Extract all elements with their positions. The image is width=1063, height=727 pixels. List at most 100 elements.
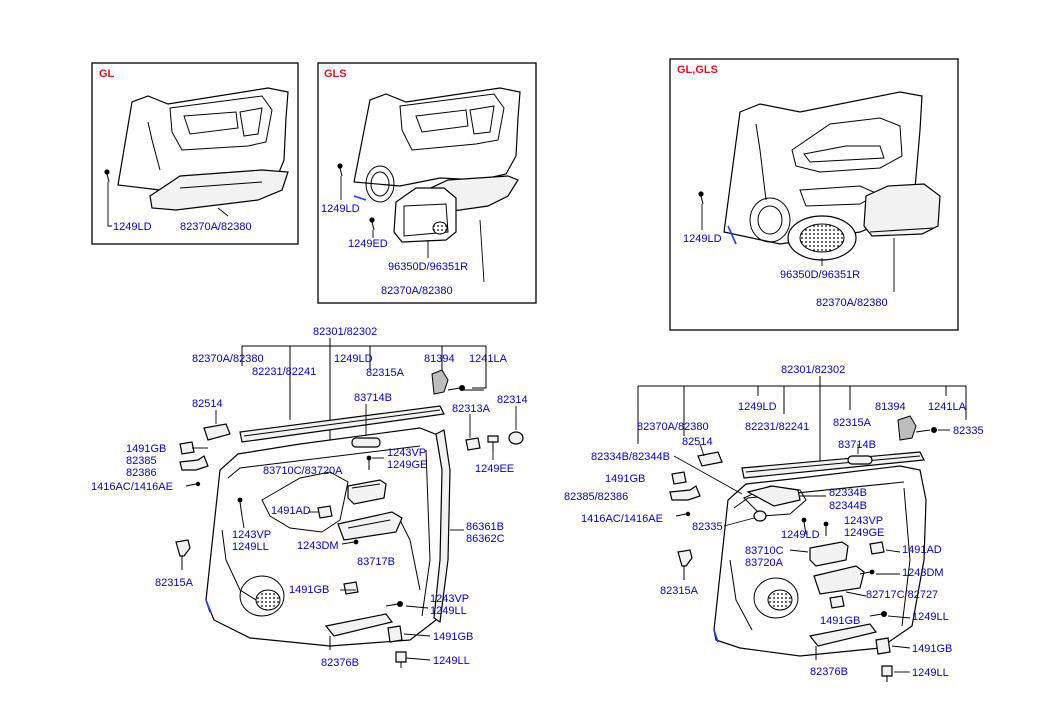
label-clip-82315a: 82315A (366, 367, 405, 379)
label-handle: 83710C/83720A (263, 465, 343, 477)
variant-box-gls: GLS 1249LD 1249ED 96350D/ (317, 62, 537, 304)
label-gb3: 1491GB (912, 643, 952, 655)
variant-label-gl-gls: GL,GLS (677, 64, 718, 76)
label-gb3: 1491GB (433, 631, 473, 643)
label-clip-a: 81394 (424, 353, 455, 365)
pad-icon (203, 423, 231, 441)
clip-icon (343, 581, 359, 595)
label-weatherstrip: 82231/82241 (252, 366, 316, 378)
label-vp3: 1243VP (430, 593, 469, 605)
label-clip-bottom: 82315A (155, 577, 194, 589)
label-screw-ld: 1249LD (738, 401, 777, 413)
label-armrest: 82370A/82380 (816, 297, 888, 309)
door-panel-gl (117, 87, 289, 211)
clip-icon (317, 505, 333, 519)
label-vp: 1243VP (844, 515, 883, 527)
label-ad: 1491AD (271, 505, 311, 517)
screw-icon (104, 169, 110, 183)
screw-icon (369, 217, 375, 231)
screw-icon (366, 455, 372, 470)
armrest-gl-gls (863, 183, 941, 237)
label-ge: 1249GE (844, 527, 884, 539)
label-ll2: 1249LL (912, 611, 949, 623)
bottom-bracket (808, 623, 878, 660)
label-speaker-grille: 96350D/96351R (388, 261, 468, 273)
bezel-icon (746, 485, 801, 507)
label-knob: 83714B (354, 392, 392, 404)
label-cover: 83717B (357, 556, 395, 568)
screw-icon (823, 521, 829, 536)
label-handle-a: 83710C (745, 545, 784, 557)
knob-icon (847, 455, 873, 465)
label-armrest: 82370A/82380 (381, 285, 453, 297)
label-clip-a: 81394 (875, 401, 906, 413)
label-handle-b: 83720A (745, 557, 784, 569)
label-dm: 1243DM (297, 540, 339, 552)
label-bracket2: 82386 (126, 467, 157, 479)
screw-icon (337, 163, 343, 177)
knob-icon (351, 437, 381, 448)
screw-icon (915, 427, 937, 433)
label-ll3: 1249LL (433, 655, 470, 667)
label-vp: 1243VP (387, 447, 426, 459)
label-armrest: 82370A/82380 (180, 221, 252, 233)
label-screw: 1249LD (683, 233, 722, 245)
label-knob: 83714B (838, 439, 876, 451)
cap-icon (465, 437, 481, 451)
label-ll: 1249LL (232, 541, 269, 553)
label-pad: 82514 (682, 436, 713, 448)
clip-icon (897, 415, 917, 441)
label-screw: 1249LD (113, 221, 152, 233)
label-ee: 1249EE (475, 463, 514, 475)
screw-icon (698, 191, 704, 205)
variant-box-gl-gls: GL,GLS 1249LD 96350D/96351R 82370A/82 (669, 58, 959, 331)
label-trim: 86361B (466, 521, 504, 533)
label-cap-314: 82314 (497, 394, 528, 406)
label-pad: 82514 (192, 398, 223, 410)
label-clip-1491gb: 1491GB (126, 443, 166, 455)
label-trim2: 86362C (466, 533, 505, 545)
door-handle (809, 541, 849, 567)
cover-plate (813, 565, 865, 595)
label-speaker-grille: 96350D/96351R (780, 269, 860, 281)
bottom-bracket (324, 613, 394, 650)
clip-icon (869, 541, 885, 555)
label-clip-1491gb: 1491GB (605, 473, 645, 485)
label-screw-ld: 1249LD (334, 353, 373, 365)
screw-icon (185, 481, 201, 487)
label-gb2: 1491GB (820, 615, 860, 627)
label-ll3: 1249LL (912, 667, 949, 679)
label-bezel2a: 82334B (829, 487, 867, 499)
left-door-assembly: 82301/82302 82370A/82380 1249LD 81394 12… (91, 326, 528, 669)
variant-label-gl: GL (99, 68, 115, 80)
clip-icon (671, 471, 687, 485)
label-cap-335b: 82335 (692, 521, 723, 533)
clip-icon (387, 625, 403, 643)
label-ld2: 1249LD (781, 529, 820, 541)
clip-icon (179, 441, 195, 455)
label-dm: 1243DM (902, 567, 944, 579)
label-screw-la: 1241LA (928, 401, 967, 413)
clip-icon (431, 369, 449, 395)
label-armrest: 82370A/82380 (637, 421, 709, 433)
label-gb2: 1491GB (289, 584, 329, 596)
label-weatherstrip: 82231/82241 (745, 421, 809, 433)
label-bracket-bottom: 82376B (321, 657, 359, 669)
bracket-icon (669, 485, 701, 501)
label-bracket: 82385 (126, 455, 157, 467)
speaker-grille-gl-gls (787, 215, 857, 261)
bracket-icon (179, 455, 209, 471)
label-cap-313: 82313A (452, 403, 491, 415)
label-bracket-bottom: 82376B (810, 666, 848, 678)
label-ge: 1249GE (387, 459, 427, 471)
speaker-grille-gls (393, 187, 457, 243)
weatherstrip-bar (239, 405, 445, 443)
variant-label-gls: GLS (324, 68, 347, 80)
label-bezel2b: 82344B (829, 500, 867, 512)
pad-icon (697, 451, 723, 467)
label-screw-ld: 1249LD (321, 203, 360, 215)
screw-icon (869, 611, 887, 617)
clip-icon (829, 595, 845, 609)
screw-icon (675, 511, 691, 517)
